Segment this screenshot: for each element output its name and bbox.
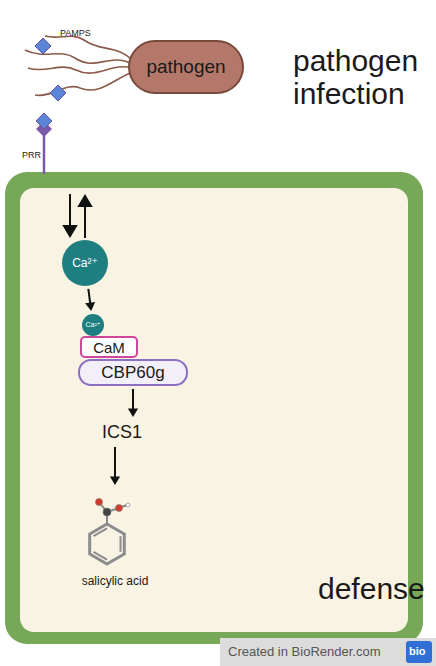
outcome-label: defense xyxy=(318,572,425,606)
node-text: Ca²⁺ xyxy=(86,321,101,329)
arrow-connector xyxy=(85,289,95,311)
pamps-label: PAMPS xyxy=(60,28,91,38)
node-text: CBP60g xyxy=(101,363,164,383)
node-text: salicylic acid xyxy=(82,574,149,588)
prr-label: PRR xyxy=(22,150,41,160)
calcium-flux-arrows xyxy=(64,194,91,238)
cytoplasm xyxy=(20,188,408,632)
title-label: pathogen infection xyxy=(293,44,428,110)
protein-box: CBP60g xyxy=(78,359,188,386)
node-text: ICS1 xyxy=(102,422,142,443)
node-text: Ca²⁺ xyxy=(72,256,98,270)
calcium-ion: Ca²⁺ xyxy=(82,314,104,336)
calcium-ion: Ca²⁺ xyxy=(62,240,108,286)
arrow-connector xyxy=(110,447,120,485)
logo-box xyxy=(406,641,432,663)
node-text: CaM xyxy=(93,339,125,356)
watermark: Created in BioRender.com xyxy=(228,644,380,659)
logo-text: bio xyxy=(409,645,426,657)
prr-receptor xyxy=(36,113,52,174)
node-text: pathogen xyxy=(146,56,225,78)
watermark-box xyxy=(220,638,436,666)
enzyme-label: ICS1 xyxy=(95,420,149,444)
flagella xyxy=(25,36,134,95)
calmodulin-box: CaM xyxy=(80,336,138,358)
molecule-drawing xyxy=(55,492,175,572)
pathogen-cell: pathogen xyxy=(128,40,244,94)
arrow-connector xyxy=(128,389,138,417)
metabolite: salicylic acid xyxy=(55,488,175,588)
pamp-diamond xyxy=(35,38,66,101)
